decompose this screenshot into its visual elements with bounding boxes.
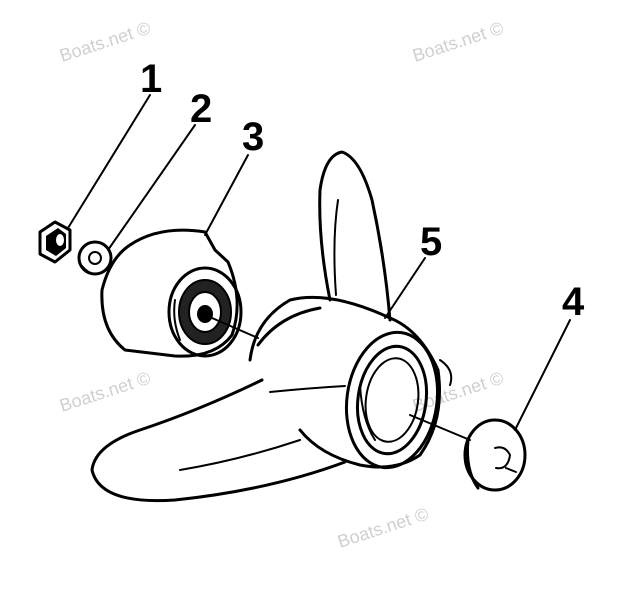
part-3-spacer — [100, 228, 243, 358]
part-4-rear-washer — [463, 418, 527, 492]
part-5-propeller — [90, 150, 453, 503]
part-2-washer — [77, 240, 113, 276]
callout-4: 4 — [562, 280, 585, 324]
leader-4 — [514, 319, 571, 431]
watermark: Boats.net © — [57, 368, 153, 416]
callouts: 1 2 3 4 5 — [140, 57, 585, 324]
watermark: Boats.net © — [335, 504, 431, 552]
leader-5 — [384, 257, 426, 319]
leader-3 — [204, 154, 249, 236]
watermarks: Boats.net © Boats.net © Boats.net © Boat… — [57, 18, 506, 552]
axis-line-a — [211, 317, 259, 339]
part-1-nut — [38, 220, 72, 264]
leader-1 — [67, 94, 151, 229]
watermark: Boats.net © — [57, 18, 153, 66]
watermark: Boats.net © — [410, 18, 506, 66]
callout-3: 3 — [242, 115, 264, 159]
leader-lines — [67, 94, 571, 441]
callout-5: 5 — [420, 220, 442, 264]
callout-2: 2 — [190, 87, 212, 131]
axis-line-b — [409, 414, 471, 441]
callout-1: 1 — [140, 57, 162, 101]
leader-2 — [107, 124, 196, 251]
